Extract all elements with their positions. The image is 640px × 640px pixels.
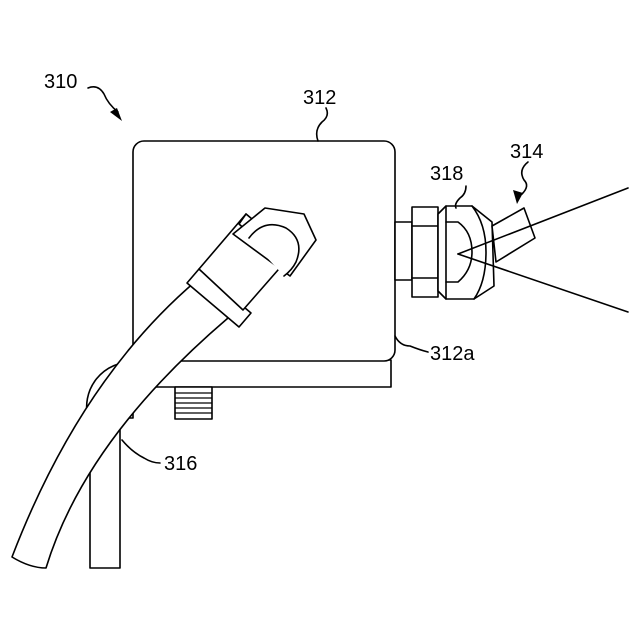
leader-318 (456, 186, 467, 208)
leader-312 (317, 108, 328, 141)
label-318: 318 (430, 163, 463, 185)
label-312: 312 (303, 87, 336, 109)
label-314: 314 (510, 141, 543, 163)
leader-310 (88, 87, 118, 112)
label-316: 316 (164, 453, 197, 475)
leader-312a (395, 336, 428, 352)
nozzle-assembly (395, 206, 535, 299)
leader-314 (522, 162, 528, 194)
label-312a: 312a (430, 343, 475, 365)
leader-316 (122, 440, 160, 463)
label-310: 310 (44, 71, 77, 93)
arrowhead-310 (110, 108, 122, 121)
threaded-stud (175, 387, 212, 419)
arrowhead-314 (513, 190, 523, 204)
